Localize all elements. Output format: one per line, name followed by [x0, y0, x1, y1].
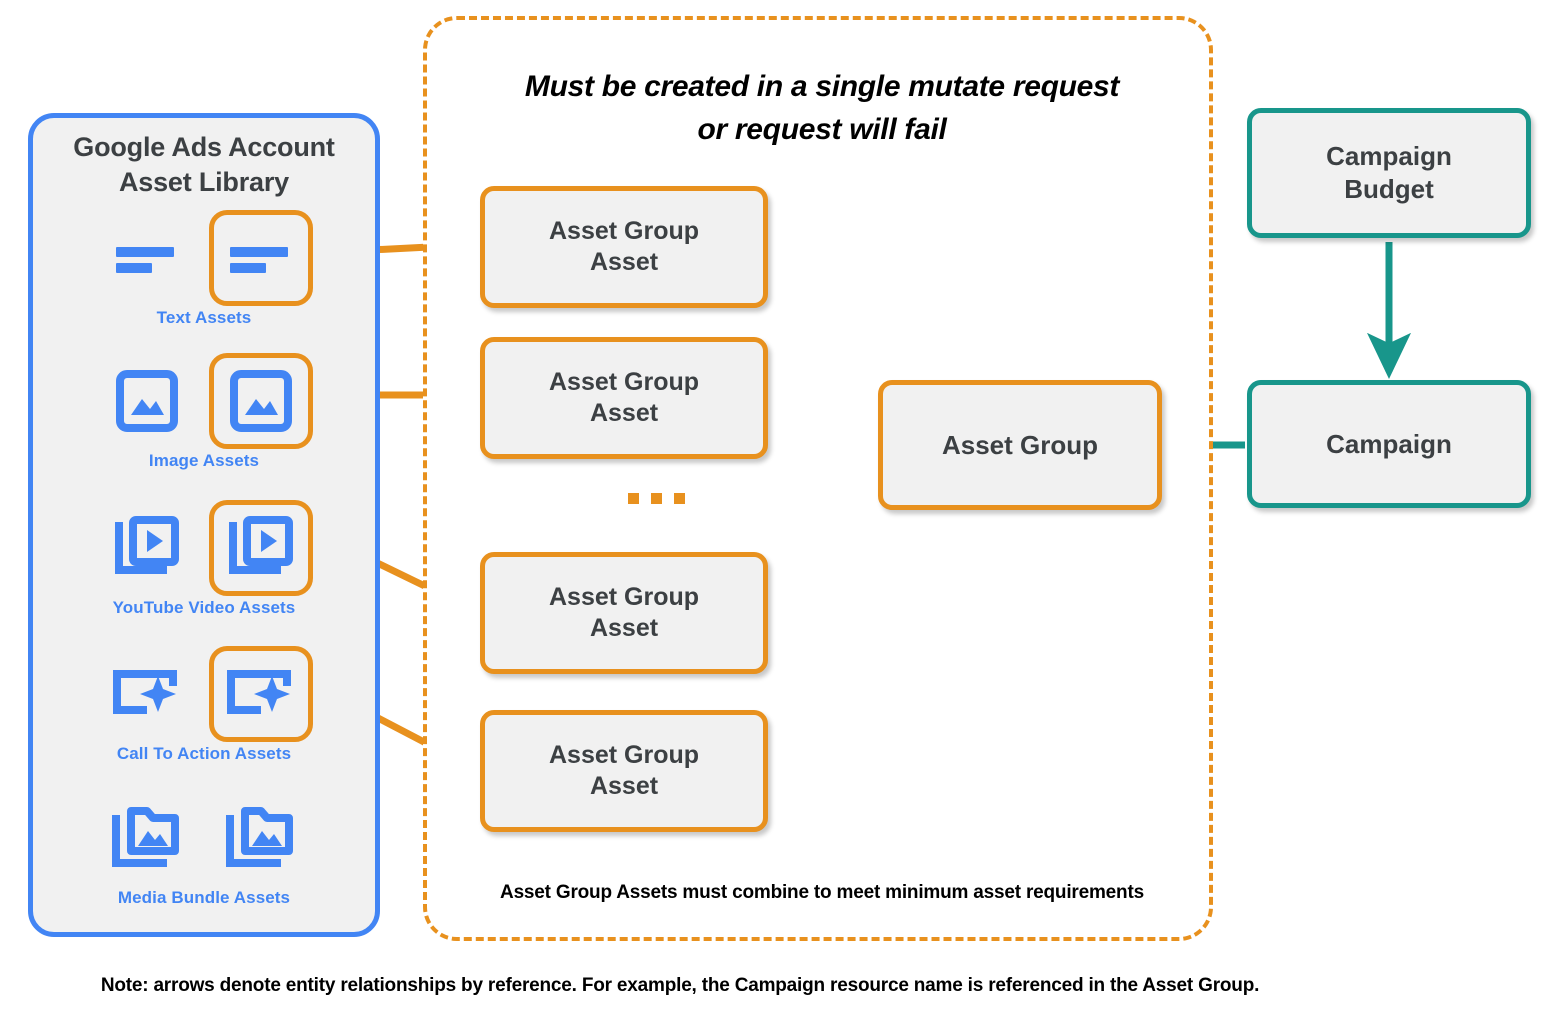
asset-group-asset-label-line2: Asset	[589, 772, 659, 800]
asset-library-item-label: Image Assets	[148, 451, 260, 470]
image-asset-icon	[230, 370, 292, 432]
asset-library-item-call-to-action-assets[interactable]: Call To Action Assets	[33, 646, 375, 764]
image-asset-icon-highlighted[interactable]	[209, 353, 313, 449]
campaign-budget-label-line2: Budget	[1344, 174, 1434, 204]
text-asset-icon	[230, 247, 288, 273]
ellipsis-dot	[674, 493, 685, 504]
mutate-request-title-line2: or request will fail	[697, 112, 947, 146]
asset-library-item-text-assets[interactable]: Text Assets	[33, 210, 375, 328]
media-bundle-asset-icon-plain	[95, 790, 199, 886]
asset-group-asset-node[interactable]: Asset Group Asset	[480, 337, 768, 459]
youtube-video-asset-icon-highlighted[interactable]	[209, 500, 313, 596]
campaign-budget-node[interactable]: Campaign Budget	[1247, 108, 1531, 238]
youtube-video-asset-icon-group	[33, 500, 375, 596]
call-to-action-asset-icon	[113, 670, 177, 714]
ellipsis-indicator	[628, 493, 685, 504]
text-asset-icon-group	[33, 210, 375, 306]
media-bundle-asset-icon-group	[33, 790, 375, 886]
text-asset-icon-highlighted[interactable]	[209, 210, 313, 306]
media-bundle-asset-icon	[112, 807, 179, 867]
call-to-action-asset-icon-group	[33, 646, 375, 742]
youtube-video-asset-icon	[115, 516, 179, 574]
asset-group-asset-label: Asset Group Asset	[549, 367, 699, 430]
asset-library-title: Google Ads Account Asset Library	[33, 130, 375, 199]
mutate-request-footnote: Asset Group Assets must combine to meet …	[500, 882, 1144, 903]
asset-library-item-media-bundle-assets[interactable]: Media Bundle Assets	[33, 790, 375, 908]
asset-group-asset-label: Asset Group Asset	[549, 582, 699, 645]
asset-group-asset-label: Asset Group Asset	[549, 740, 699, 803]
media-bundle-asset-icon-second	[209, 790, 313, 886]
asset-group-asset-label-line1: Asset Group	[548, 367, 700, 396]
image-asset-icon-plain	[95, 353, 199, 449]
image-asset-icon	[116, 370, 178, 432]
call-to-action-asset-icon	[227, 670, 291, 714]
asset-group-asset-node[interactable]: Asset Group Asset	[480, 186, 768, 308]
asset-group-asset-label-line2: Asset	[589, 614, 659, 642]
asset-group-asset-label-line2: Asset	[589, 248, 659, 276]
asset-library-item-label: YouTube Video Assets	[112, 598, 296, 617]
asset-group-asset-label-line2: Asset	[589, 399, 659, 427]
youtube-video-asset-icon-plain	[95, 500, 199, 596]
image-asset-icon-group	[33, 353, 375, 449]
asset-group-asset-label-line1: Asset Group	[548, 216, 700, 245]
asset-library-title-line2: Asset Library	[119, 166, 289, 197]
media-bundle-asset-icon	[226, 807, 293, 867]
asset-group-asset-node[interactable]: Asset Group Asset	[480, 710, 768, 832]
youtube-video-asset-icon	[229, 516, 293, 574]
asset-group-asset-label: Asset Group Asset	[549, 216, 699, 279]
call-to-action-asset-icon-highlighted[interactable]	[209, 646, 313, 742]
asset-library-panel: Google Ads Account Asset Library	[28, 113, 380, 937]
asset-group-asset-node[interactable]: Asset Group Asset	[480, 552, 768, 674]
campaign-budget-label: Campaign Budget	[1326, 140, 1452, 206]
campaign-node[interactable]: Campaign	[1247, 380, 1531, 508]
campaign-label: Campaign	[1326, 428, 1452, 459]
campaign-budget-label-line1: Campaign	[1326, 141, 1452, 172]
ellipsis-dot	[628, 493, 639, 504]
mutate-request-title: Must be created in a single mutate reque…	[467, 66, 1177, 151]
asset-library-title-line1: Google Ads Account	[73, 132, 335, 162]
text-asset-icon	[116, 247, 174, 273]
asset-library-item-label: Media Bundle Assets	[117, 888, 291, 907]
ellipsis-dot	[651, 493, 662, 504]
asset-group-asset-label-line1: Asset Group	[548, 582, 700, 611]
asset-library-item-label: Call To Action Assets	[116, 744, 292, 763]
asset-library-item-youtube-video-assets[interactable]: YouTube Video Assets	[33, 500, 375, 618]
mutate-request-title-line1: Must be created in a single mutate reque…	[524, 70, 1120, 103]
asset-group-asset-label-line1: Asset Group	[548, 740, 700, 769]
diagram-footer-note: Note: arrows denote entity relationships…	[100, 975, 1260, 996]
asset-library-item-image-assets[interactable]: Image Assets	[33, 353, 375, 471]
asset-group-node[interactable]: Asset Group	[878, 380, 1162, 510]
text-asset-icon-plain	[95, 210, 199, 306]
asset-group-label: Asset Group	[941, 429, 1099, 460]
call-to-action-asset-icon-plain	[95, 646, 199, 742]
asset-library-item-label: Text Assets	[156, 308, 252, 327]
